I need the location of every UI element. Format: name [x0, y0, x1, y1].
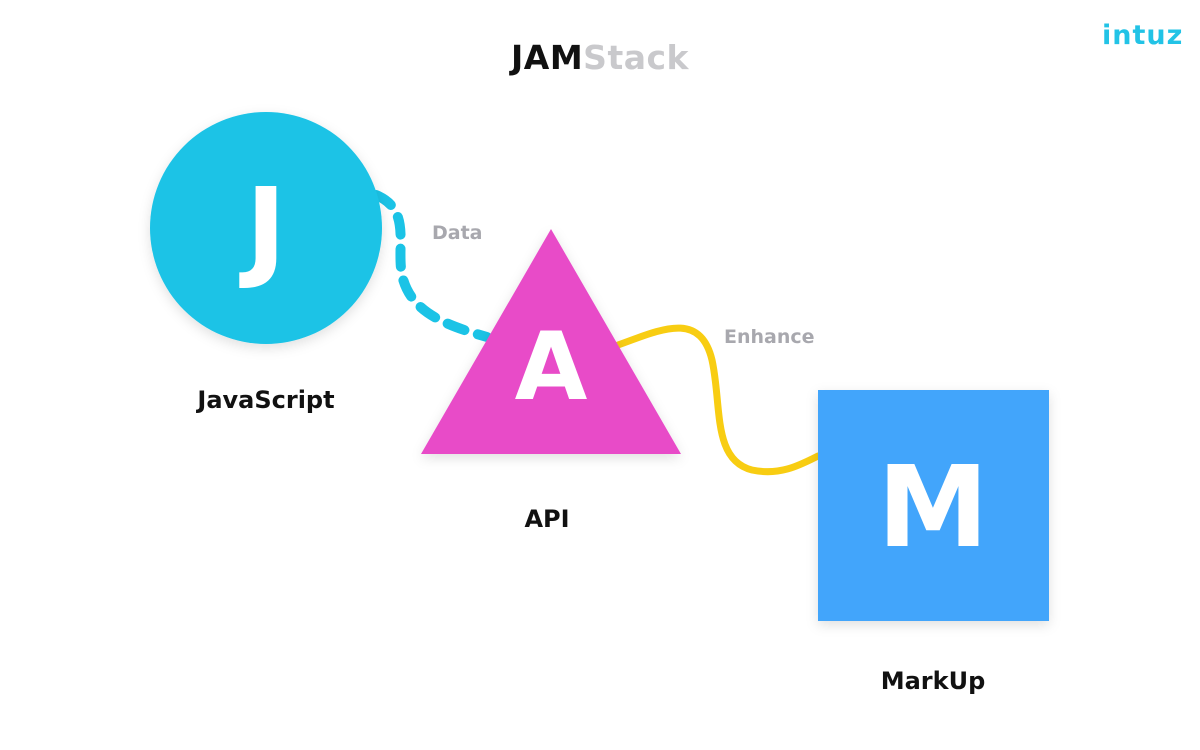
title-jam: JAM [511, 38, 584, 77]
page-title: JAMStack [0, 38, 1200, 78]
api-label: API [524, 505, 570, 533]
enhance-edge-label: Enhance [724, 326, 815, 348]
markup-label: MarkUp [880, 667, 986, 695]
api-letter: A [515, 313, 588, 422]
javascript-circle [150, 112, 382, 344]
api-triangle [421, 229, 681, 454]
javascript-label: JavaScript [197, 386, 335, 414]
javascript-node: J [150, 112, 382, 344]
markup-letter: M [877, 443, 988, 573]
data-connector [371, 190, 492, 342]
enhance-connector [614, 324, 822, 476]
markup-square [818, 390, 1049, 621]
javascript-letter: J [239, 164, 287, 292]
title-stack: Stack [583, 38, 689, 77]
data-edge-label: Data [432, 222, 483, 244]
intuz-logo: intuz [1102, 20, 1184, 51]
markup-node: M [818, 390, 1049, 621]
api-node: A [421, 229, 681, 454]
